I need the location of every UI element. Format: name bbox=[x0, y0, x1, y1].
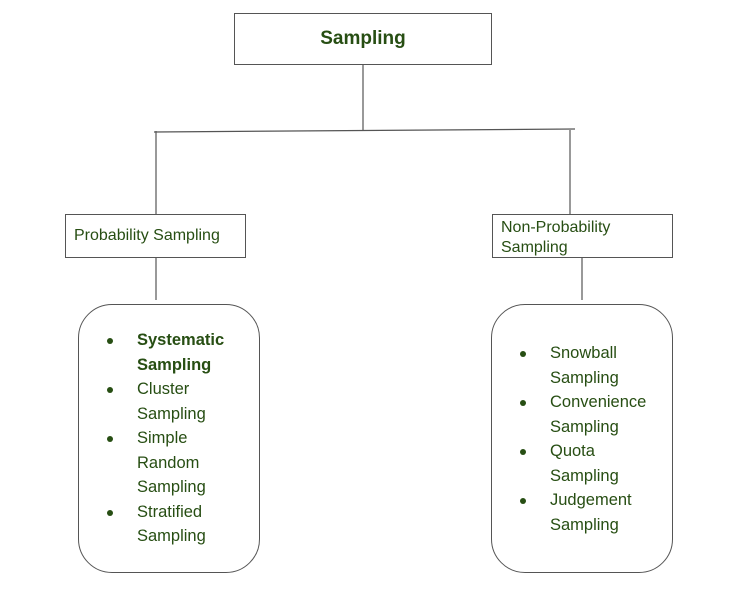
bullet-icon bbox=[520, 449, 526, 455]
list-item-label: Snowball Sampling bbox=[550, 344, 619, 387]
list-item-label: Simple Random Sampling bbox=[137, 429, 206, 496]
bullet-icon bbox=[520, 498, 526, 504]
list-item-label: Cluster Sampling bbox=[137, 380, 206, 423]
bullet-icon bbox=[107, 338, 113, 344]
bullet-icon bbox=[107, 436, 113, 442]
branch-horizontal-line bbox=[153, 128, 576, 133]
list-item-label: Quota Sampling bbox=[550, 442, 619, 485]
bullet-icon bbox=[107, 509, 113, 516]
non-probability-methods-list: Snowball Sampling Convenience Sampling Q… bbox=[491, 304, 673, 573]
list-item-judgement-sampling: Judgement Sampling bbox=[492, 488, 672, 537]
list-item-snowball-sampling: Snowball Sampling bbox=[492, 341, 672, 390]
root-node: Sampling bbox=[234, 13, 492, 65]
list-item-label: Systematic Sampling bbox=[137, 331, 225, 374]
list-item-systematic-sampling: Systematic Sampling bbox=[79, 328, 259, 377]
list-item-label: Judgement Sampling bbox=[550, 491, 632, 534]
probability-sampling-node: Probability Sampling bbox=[65, 214, 246, 258]
list-item-simple-random-sampling: Simple Random Sampling bbox=[79, 426, 259, 500]
list-item-label: Convenience Sampling bbox=[550, 393, 647, 436]
non-probability-sampling-label: Non-Probability Sampling bbox=[501, 219, 611, 256]
bullet-icon bbox=[520, 351, 526, 357]
list-item-stratified-sampling: Stratified Sampling bbox=[79, 500, 259, 549]
root-label: Sampling bbox=[320, 28, 406, 49]
list-item-label: Stratified Sampling bbox=[137, 502, 206, 546]
probability-methods-list: Systematic Sampling Cluster Sampling Sim… bbox=[78, 304, 260, 573]
probability-sampling-label: Probability Sampling bbox=[74, 227, 220, 244]
bullet-icon bbox=[520, 400, 526, 406]
list-item-convenience-sampling: Convenience Sampling bbox=[492, 390, 672, 439]
bullet-icon bbox=[107, 387, 113, 393]
non-probability-sampling-node: Non-Probability Sampling bbox=[492, 214, 673, 258]
list-item-cluster-sampling: Cluster Sampling bbox=[79, 377, 259, 426]
list-item-quota-sampling: Quota Sampling bbox=[492, 439, 672, 488]
